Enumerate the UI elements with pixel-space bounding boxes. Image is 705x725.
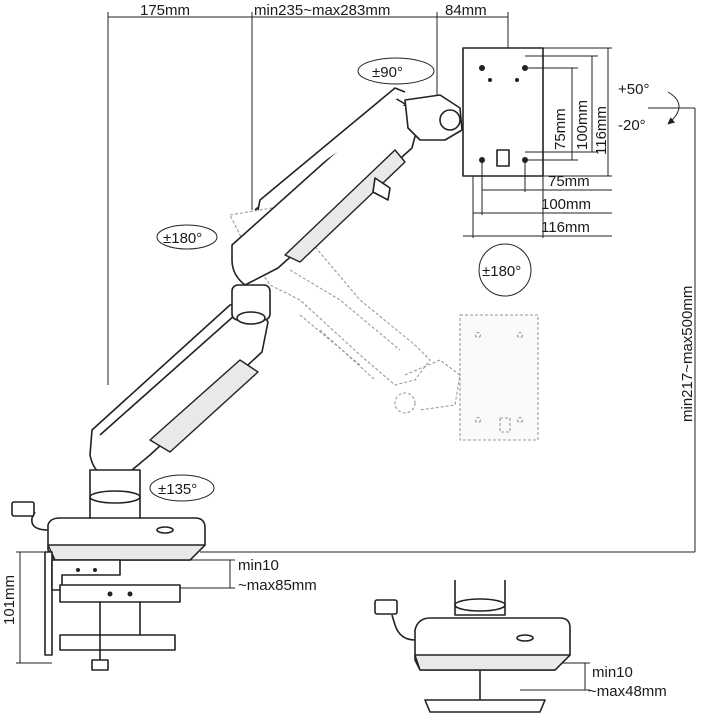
tilt-up-label: +50° — [618, 81, 649, 98]
arm-length-label: min235~max283mm — [254, 2, 390, 19]
reach-label: 175mm — [140, 2, 190, 19]
vesa-v-75-label: 75mm — [552, 108, 569, 150]
vesa-hole — [479, 65, 485, 71]
panel-rotate-arrow — [478, 243, 532, 297]
grommet-range-line1: min10 — [592, 664, 633, 681]
vesa-h-100-label: 100mm — [541, 196, 591, 213]
swivel-head-arrow — [357, 57, 435, 85]
lower-arm — [89, 299, 269, 481]
upper-arm — [231, 103, 419, 286]
clamp-range-line2: ~max85mm — [238, 577, 317, 594]
power-plug — [11, 501, 35, 517]
ghost-arm-lowered — [229, 204, 539, 441]
vesa-v-116-label: 116mm — [593, 106, 610, 155]
tilt-down-label: -20° — [618, 117, 646, 134]
rotation-indicators — [149, 57, 680, 502]
clamp-bracket — [44, 551, 53, 656]
forearm-swivel-label: ±180° — [163, 230, 202, 247]
height-range-label: min217~max500mm — [679, 286, 696, 422]
swivel-head-label: ±90° — [372, 64, 403, 81]
vesa-v-100-label: 100mm — [574, 100, 591, 150]
head-offset-label: 84mm — [445, 2, 487, 19]
clamp-height-label: 101mm — [1, 575, 18, 625]
vesa-h-116-label: 116mm — [541, 219, 590, 236]
clamp-range-line1: min10 — [238, 557, 279, 574]
ghost-monitor-plate — [459, 314, 539, 441]
base-swivel-label: ±135° — [158, 481, 197, 498]
grommet-power-plug — [374, 599, 398, 615]
tilt-arrow — [667, 91, 680, 125]
base-swivel-arrow — [149, 474, 215, 502]
panel-rotate-label: ±180° — [482, 263, 521, 280]
grommet-range-line2: ~max48mm — [588, 683, 667, 700]
monitor-arm-body — [11, 47, 612, 671]
vesa-h-75-label: 75mm — [548, 173, 590, 190]
grommet-mount-inset — [374, 580, 571, 713]
forearm-swivel-arrow — [156, 224, 218, 250]
